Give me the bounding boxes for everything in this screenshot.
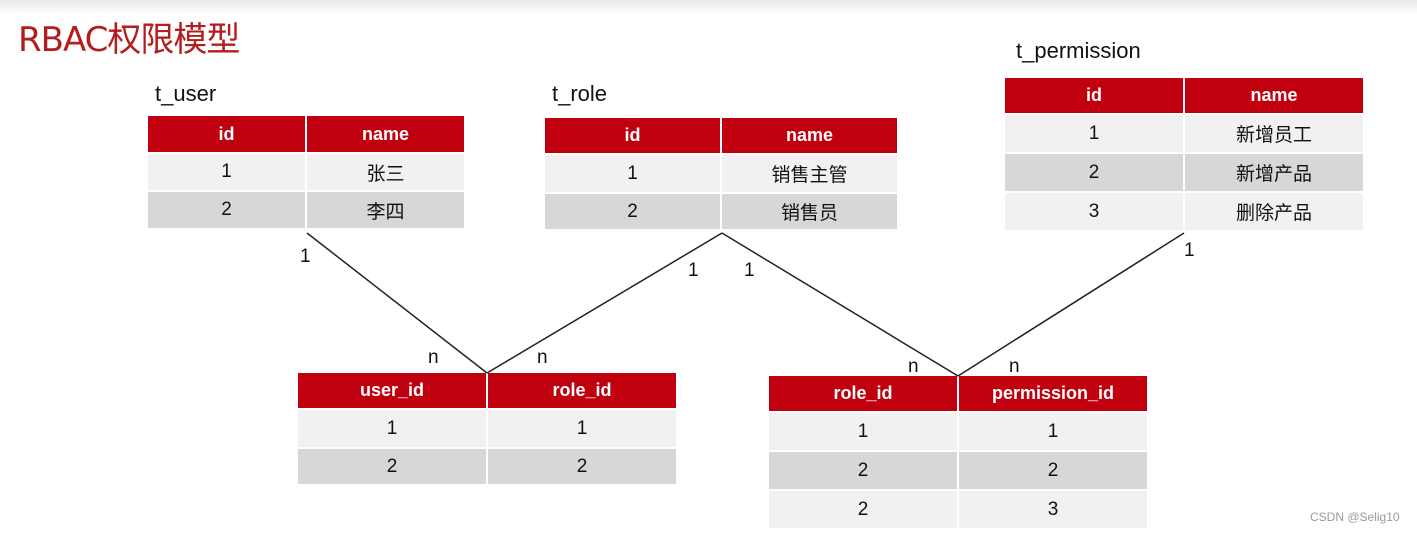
cardinality-role-one-b: 1 [744, 260, 755, 281]
column-header: name [307, 116, 464, 152]
table-cell: 1 [545, 155, 720, 192]
table-cell: 2 [769, 491, 957, 528]
column-header: user_id [298, 373, 486, 408]
column-header: role_id [769, 376, 957, 411]
line-user-to-user-role [306, 232, 488, 374]
table-cell: 1 [488, 410, 676, 447]
watermark: CSDN @Selig10 [1310, 510, 1400, 524]
table-cell: 李四 [307, 192, 464, 228]
table-cell: 1 [1005, 115, 1183, 152]
column-header: id [148, 116, 305, 152]
table-cell: 2 [545, 194, 720, 229]
table-cell: 新增员工 [1185, 115, 1363, 152]
table-cell: 销售主管 [722, 155, 897, 192]
table-cell: 2 [488, 449, 676, 484]
cardinality-role-one-a: 1 [688, 260, 699, 281]
cardinality-user-one: 1 [300, 246, 311, 267]
cardinality-role-permission-role-many: n [908, 356, 919, 377]
cardinality-user-role-user-many: n [428, 347, 439, 368]
table-cell: 2 [298, 449, 486, 484]
cardinality-role-permission-permission-many: n [1009, 356, 1020, 377]
table-cell: 删除产品 [1185, 193, 1363, 230]
table-cell: 1 [959, 413, 1147, 450]
line-role-to-user-role [486, 232, 723, 374]
table-label-t-role: t_role [552, 81, 608, 106]
column-header: permission_id [959, 376, 1147, 411]
table-cell: 3 [1005, 193, 1183, 230]
table-cell: 2 [769, 452, 957, 489]
table-cell: 新增产品 [1185, 154, 1363, 191]
table-cell: 销售员 [722, 194, 897, 229]
table-cell: 2 [959, 452, 1147, 489]
line-permission-to-role-permission [957, 232, 1185, 377]
slide-title: RBAC权限模型 [18, 20, 240, 60]
column-header: name [722, 118, 897, 153]
table-cell: 2 [1005, 154, 1183, 191]
column-header: id [545, 118, 720, 153]
table-cell: 1 [769, 413, 957, 450]
table-label-t-permission: t_permission [1016, 38, 1141, 63]
table-cell: 2 [148, 192, 305, 228]
table-label-t-user: t_user [155, 81, 217, 106]
column-header: role_id [488, 373, 676, 408]
line-role-to-role-permission [721, 232, 959, 377]
column-header: id [1005, 78, 1183, 113]
table-cell: 张三 [307, 154, 464, 190]
slide-top-bar [0, 0, 1417, 14]
column-header: name [1185, 78, 1363, 113]
table-cell: 3 [959, 491, 1147, 528]
table-cell: 1 [298, 410, 486, 447]
cardinality-user-role-role-many: n [537, 347, 548, 368]
cardinality-permission-one: 1 [1184, 240, 1195, 261]
table-cell: 1 [148, 154, 305, 190]
